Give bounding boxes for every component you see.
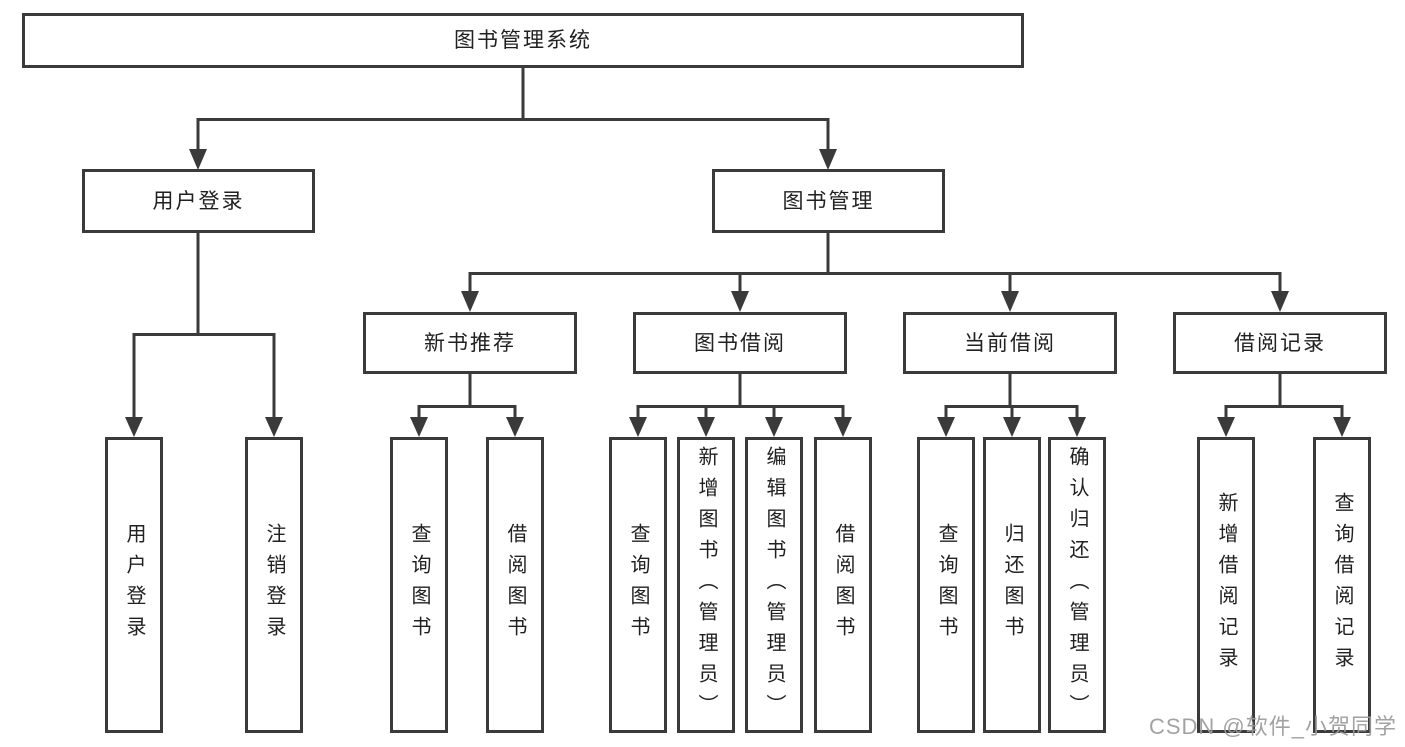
node-book-management: 图书管理 [712, 169, 945, 233]
node-leaf-borrow-book-label: 借阅图书 [832, 523, 854, 647]
node-leaf-borrow-book-recommend-label: 借阅图书 [504, 523, 526, 647]
node-new-book-recommend-label: 新书推荐 [424, 331, 516, 355]
node-borrow-records-label: 借阅记录 [1234, 331, 1326, 355]
node-leaf-query-books-recommend: 查询图书 [390, 437, 448, 733]
node-new-book-recommend: 新书推荐 [363, 312, 577, 374]
node-user-login-label: 用户登录 [152, 189, 245, 213]
node-current-borrowing: 当前借阅 [903, 312, 1117, 374]
node-book-management-label: 图书管理 [782, 189, 875, 213]
node-leaf-borrow-book-recommend: 借阅图书 [486, 437, 544, 733]
node-leaf-query-borrow-record: 查询借阅记录 [1313, 437, 1371, 733]
arrowhead-group [125, 149, 1351, 437]
node-leaf-query-books-recommend-label: 查询图书 [408, 523, 430, 647]
node-book-borrowing-label: 图书借阅 [694, 331, 786, 355]
node-borrow-records: 借阅记录 [1173, 312, 1387, 374]
node-leaf-edit-book-admin: 编辑图书（管理员） [745, 437, 803, 733]
csdn-watermark: CSDN @软件_小贺同学 [1148, 714, 1397, 739]
node-leaf-add-book-admin-label: 新增图书（管理员） [695, 445, 717, 725]
node-leaf-confirm-return-admin: 确认归还（管理员） [1048, 437, 1106, 733]
node-leaf-borrow-book: 借阅图书 [814, 437, 872, 733]
node-leaf-add-book-admin: 新增图书（管理员） [677, 437, 735, 733]
node-leaf-logout-label: 注销登录 [263, 523, 285, 647]
node-leaf-query-books-current-label: 查询图书 [935, 523, 957, 647]
node-leaf-add-borrow-record: 新增借阅记录 [1197, 437, 1255, 733]
node-leaf-login: 用户登录 [105, 437, 163, 733]
node-leaf-query-books-borrowing: 查询图书 [609, 437, 667, 733]
node-leaf-query-books-borrowing-label: 查询图书 [627, 523, 649, 647]
node-leaf-logout: 注销登录 [245, 437, 303, 733]
node-leaf-edit-book-admin-label: 编辑图书（管理员） [763, 445, 785, 725]
node-leaf-return-book: 归还图书 [983, 437, 1041, 733]
node-leaf-query-borrow-record-label: 查询借阅记录 [1331, 492, 1353, 678]
node-current-borrowing-label: 当前借阅 [964, 331, 1056, 355]
node-root-label: 图书管理系统 [454, 29, 592, 52]
node-leaf-return-book-label: 归还图书 [1001, 523, 1023, 647]
node-leaf-confirm-return-admin-label: 确认归还（管理员） [1066, 445, 1088, 725]
node-root: 图书管理系统 [22, 13, 1024, 68]
node-leaf-login-label: 用户登录 [123, 523, 145, 647]
node-leaf-query-books-current: 查询图书 [917, 437, 975, 733]
node-book-borrowing: 图书借阅 [633, 312, 847, 374]
node-leaf-add-borrow-record-label: 新增借阅记录 [1215, 492, 1237, 678]
node-user-login: 用户登录 [82, 169, 315, 233]
